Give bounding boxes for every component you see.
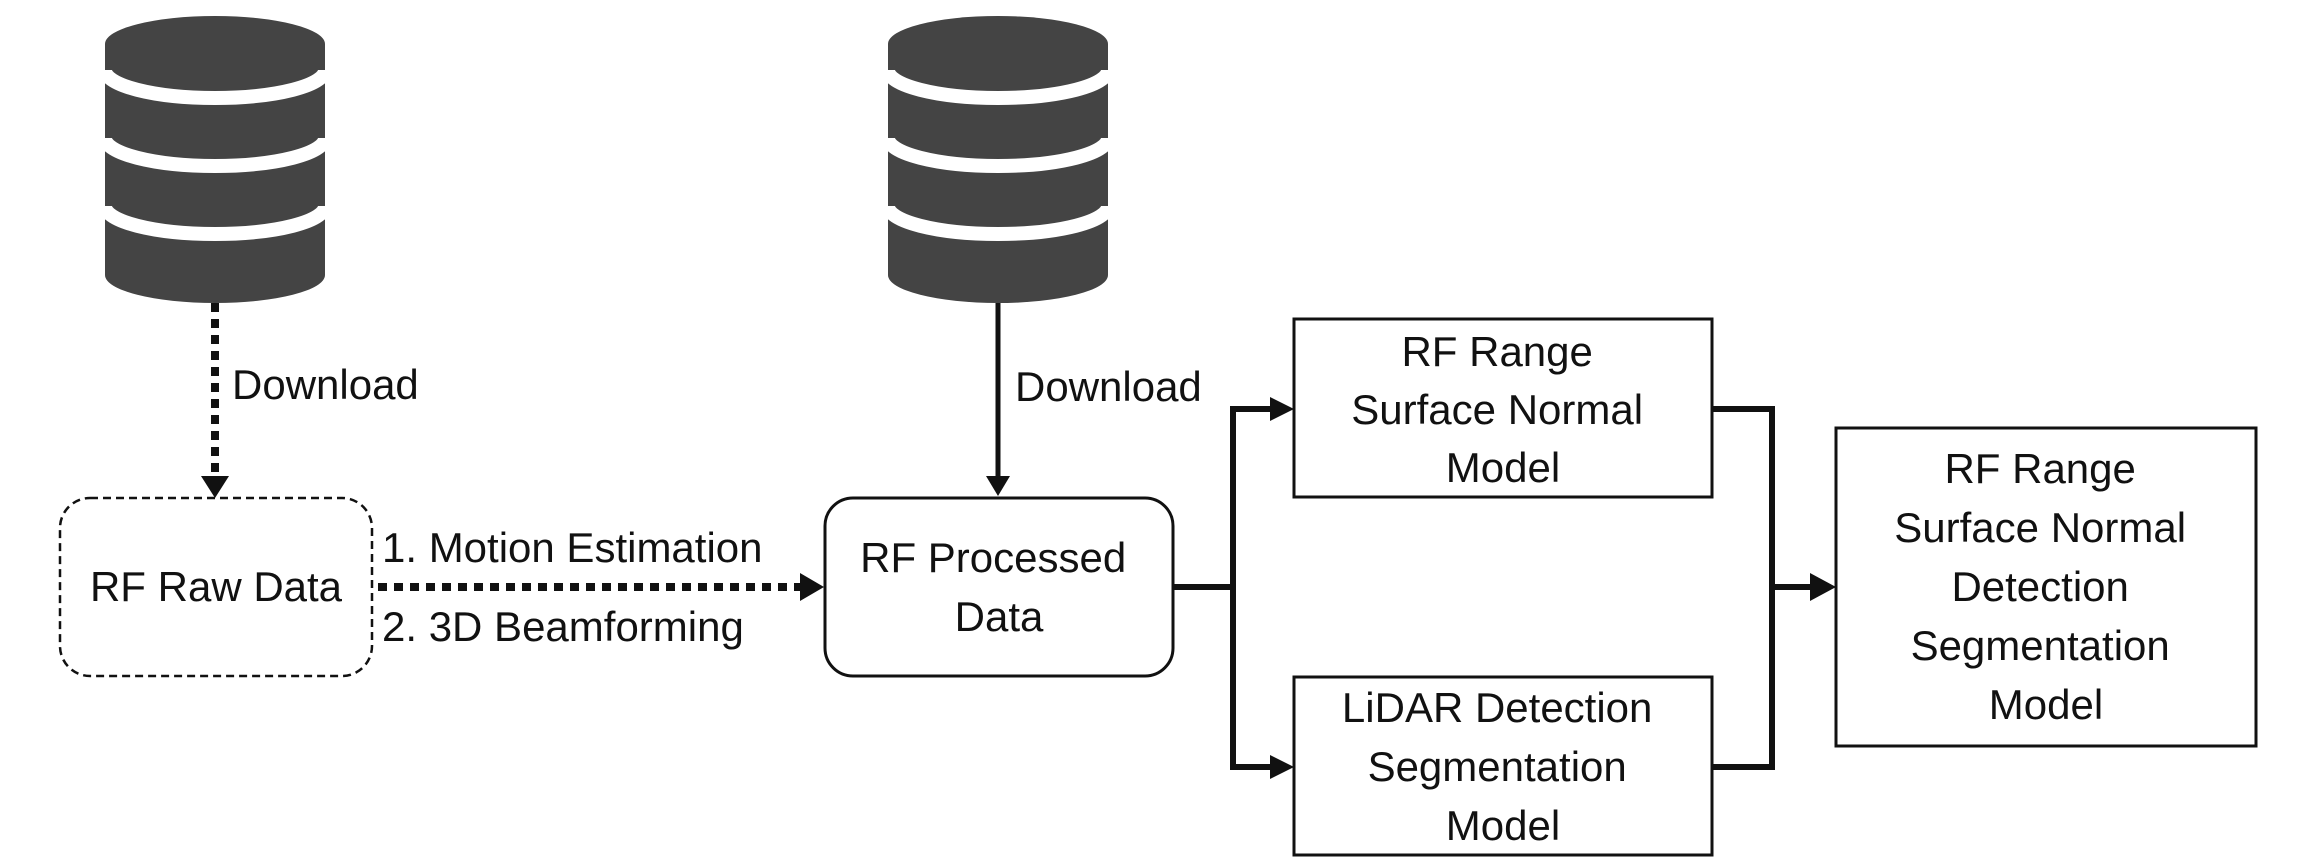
rf-range-surface-normal-model-node [1292,317,1714,499]
rf-processed-data-node [823,496,1175,678]
download-raw-label: Download [232,361,419,408]
processing-arrowhead [800,573,824,601]
combined-model-label-line2: Surface Normal [1894,504,2186,551]
rf-raw-data-node [58,496,374,678]
processing-step-2-label: 2. 3D Beamforming [382,603,744,650]
svg-text:RF Raw Data: RF Raw Data [90,563,343,610]
svg-text:RF Range Surface Normal: RF Range Surface Normal Model [1351,328,1654,491]
svg-text:RF Processed Data: RF Processed Data [860,534,1138,640]
processing-step-1-label: 1. Motion Estimation [382,524,763,571]
lidar-model-label-line2: Segmentation [1368,743,1627,790]
rf-processed-data-label-line1: RF Processed [860,534,1126,581]
rf-raw-data-label: RF Raw Data [90,563,343,610]
combined-model-node [1834,426,2258,748]
combined-model-label-line5: Model [1989,681,2103,728]
merge-connector-lower [1712,584,1775,770]
split-connector-lower [1230,584,1272,770]
database-icon [881,16,1115,303]
rf-range-model-label-line3: Model [1446,444,1560,491]
combined-model-label-line3: Detection [1951,563,2128,610]
download-processed-arrowhead [986,476,1010,496]
split-connector-upper [1230,406,1272,590]
rf-processed-data-label-line2: Data [955,593,1044,640]
database-icon [98,16,332,303]
lidar-model-label-line3: Model [1446,802,1560,849]
split-lower-arrowhead [1270,755,1294,779]
merge-connector-upper [1712,406,1775,590]
download-raw-arrowhead [201,476,229,498]
download-processed-label: Download [1015,363,1202,410]
svg-text:LiDAR Detection Segmentati: LiDAR Detection Segmentation Model [1342,684,1664,849]
split-upper-arrowhead [1270,397,1294,421]
rf-range-model-label-line1: RF Range [1401,328,1592,375]
rf-range-model-label-line2: Surface Normal [1351,386,1643,433]
combined-model-label-line4: Segmentation [1911,622,2170,669]
combined-model-label-line1: RF Range [1944,445,2135,492]
svg-text:RF Range Surface Normal: RF Range Surface Normal Detection Segmen… [1894,445,2197,728]
lidar-model-label-line1: LiDAR Detection [1342,684,1652,731]
merge-arrowhead [1810,573,1836,601]
